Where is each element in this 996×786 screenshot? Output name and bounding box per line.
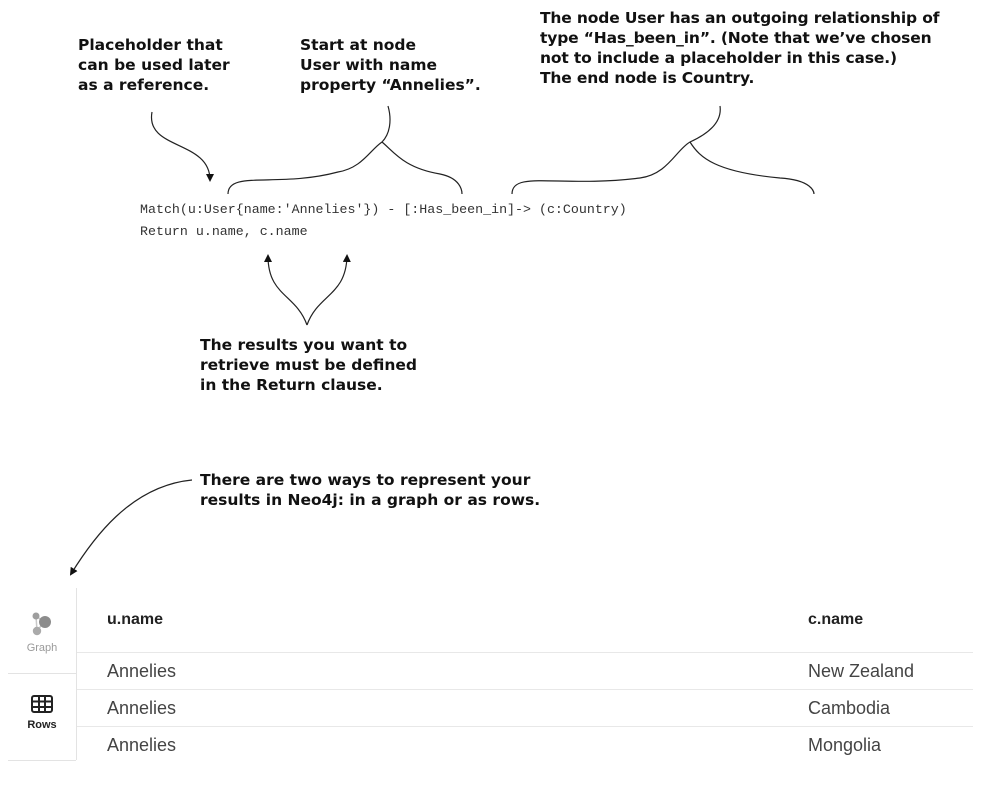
- view-rows-label: Rows: [27, 719, 57, 731]
- table-cell: New Zealand: [808, 652, 973, 690]
- table-row: Annelies New Zealand: [77, 652, 973, 690]
- annotation-return-clause: The results you want to retrieve must be…: [200, 336, 418, 394]
- return-c-arrow: [306, 254, 351, 326]
- annotation-placeholder: Placeholder that can be used later as a …: [78, 36, 230, 94]
- cypher-return-line: Return u.name, c.name: [140, 224, 308, 239]
- user-node-brace: [227, 105, 463, 195]
- table-row: Annelies Cambodia: [77, 689, 973, 727]
- annotation-representation: There are two ways to represent your res…: [200, 471, 541, 509]
- table-cell: Cambodia: [808, 689, 973, 727]
- table-cell: Mongolia: [808, 726, 973, 763]
- placeholder-arrow: [151, 111, 214, 182]
- annotation-start-node: Start at node User with name property “A…: [300, 36, 481, 94]
- relationship-brace: [511, 105, 815, 195]
- table-icon: [31, 695, 53, 713]
- graph-icon: [32, 612, 51, 636]
- table-header-row: u.name c.name: [77, 588, 973, 653]
- view-sidebar: Graph Rows: [8, 588, 77, 761]
- table-row: Annelies Mongolia: [77, 726, 973, 763]
- view-graph-button[interactable]: Graph: [8, 588, 76, 674]
- view-graph-label: Graph: [26, 642, 58, 654]
- column-header-c-name[interactable]: c.name: [808, 611, 864, 628]
- results-table: u.name c.name Annelies New Zealand Annel…: [77, 588, 973, 763]
- table-cell: Annelies: [77, 652, 808, 690]
- view-toggle-arrow: [69, 479, 193, 576]
- table-cell: Annelies: [77, 689, 808, 727]
- view-rows-button[interactable]: Rows: [8, 674, 76, 761]
- cypher-match-line: Match(u:User{name:'Annelies'}) - [:Has_b…: [140, 202, 627, 217]
- column-header-u-name[interactable]: u.name: [107, 611, 164, 628]
- neo4j-results-panel: Graph Rows u.name c.name Annelies New Ze…: [8, 588, 973, 786]
- table-cell: Annelies: [77, 726, 808, 763]
- annotation-relationship: The node User has an outgoing relationsh…: [540, 9, 940, 87]
- return-u-arrow: [264, 254, 308, 326]
